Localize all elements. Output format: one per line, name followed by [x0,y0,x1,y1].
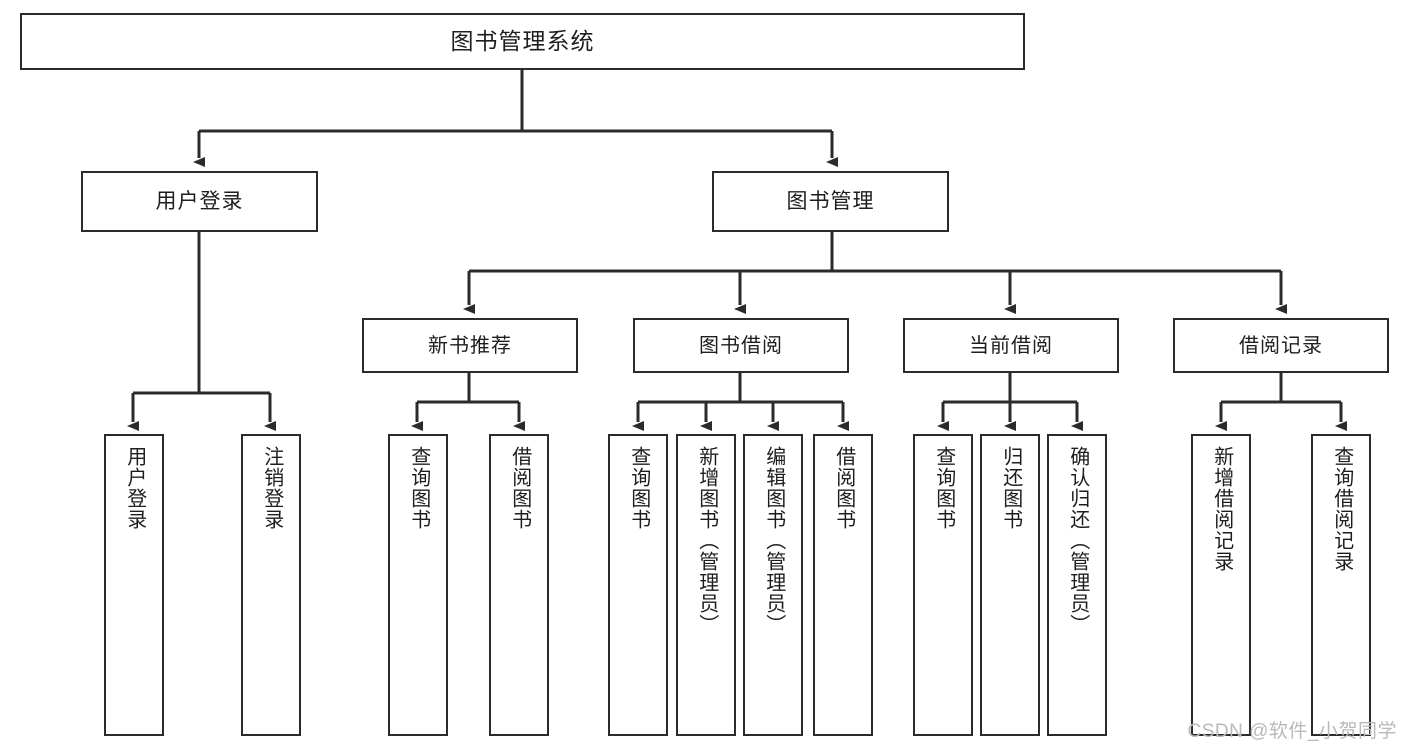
node-leaf-query-borrow-record-label: 查询借阅记录 [1330,446,1353,572]
node-leaf-edit-book-admin-label: 编辑图书（管理员） [762,446,785,635]
node-leaf-confirm-return-admin-label: 确认归还（管理员） [1066,446,1089,635]
node-leaf-borrow-book-2[interactable]: 借阅图书 [813,434,873,736]
node-leaf-query-book-2[interactable]: 查询图书 [608,434,668,736]
node-current-borrow-label: 当前借阅 [969,334,1053,357]
node-leaf-logout-login-label: 注销登录 [260,446,283,530]
node-leaf-return-book[interactable]: 归还图书 [980,434,1040,736]
node-root-system[interactable]: 图书管理系统 [20,13,1025,70]
node-user-login-label: 用户登录 [155,189,244,213]
node-borrow-record-label: 借阅记录 [1239,334,1323,357]
node-book-management[interactable]: 图书管理 [712,171,949,232]
node-leaf-add-book-admin[interactable]: 新增图书（管理员） [676,434,736,736]
node-leaf-return-book-label: 归还图书 [999,446,1022,530]
node-new-book-recommend-label: 新书推荐 [428,334,512,357]
node-book-borrow[interactable]: 图书借阅 [633,318,849,373]
csdn-watermark: CSDN @软件_小贺同学 [1187,721,1397,742]
node-book-management-label: 图书管理 [786,189,875,213]
node-leaf-logout-login[interactable]: 注销登录 [241,434,301,736]
node-new-book-recommend[interactable]: 新书推荐 [362,318,578,373]
node-leaf-confirm-return-admin[interactable]: 确认归还（管理员） [1047,434,1107,736]
node-leaf-query-book-3-label: 查询图书 [932,446,955,530]
node-leaf-add-borrow-record[interactable]: 新增借阅记录 [1191,434,1251,736]
node-root-label: 图书管理系统 [450,27,595,54]
node-leaf-edit-book-admin[interactable]: 编辑图书（管理员） [743,434,803,736]
node-leaf-query-book-1-label: 查询图书 [407,446,430,530]
node-user-login[interactable]: 用户登录 [81,171,318,232]
node-book-borrow-label: 图书借阅 [699,334,783,357]
node-current-borrow[interactable]: 当前借阅 [903,318,1119,373]
node-leaf-query-book-2-label: 查询图书 [627,446,650,530]
node-leaf-add-book-admin-label: 新增图书（管理员） [695,446,718,635]
node-borrow-record[interactable]: 借阅记录 [1173,318,1389,373]
node-leaf-query-book-1[interactable]: 查询图书 [388,434,448,736]
node-leaf-borrow-book-1[interactable]: 借阅图书 [489,434,549,736]
node-leaf-query-book-3[interactable]: 查询图书 [913,434,973,736]
node-leaf-query-borrow-record[interactable]: 查询借阅记录 [1311,434,1371,736]
node-leaf-borrow-book-1-label: 借阅图书 [508,446,531,530]
node-leaf-user-login[interactable]: 用户登录 [104,434,164,736]
node-leaf-borrow-book-2-label: 借阅图书 [832,446,855,530]
node-leaf-add-borrow-record-label: 新增借阅记录 [1210,446,1233,572]
node-leaf-user-login-label: 用户登录 [123,446,146,530]
